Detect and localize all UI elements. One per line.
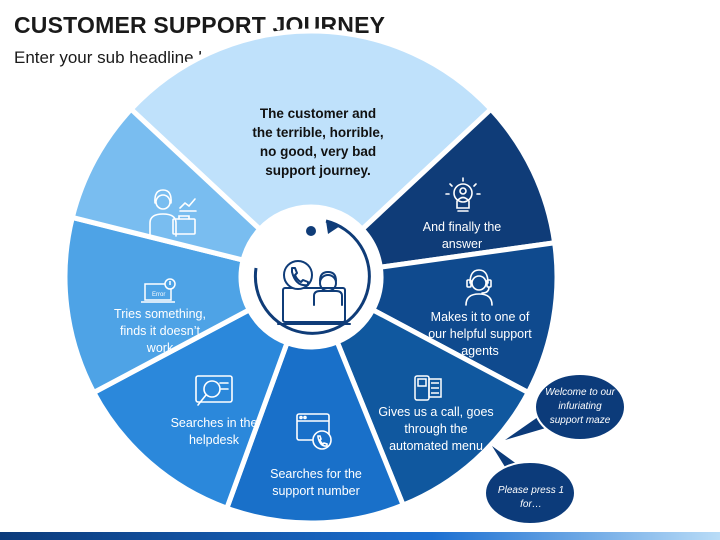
segment-helpdesk [90, 306, 291, 512]
segment-journey [127, 28, 495, 233]
segment-answer [358, 105, 558, 271]
segment-label-journey: The customer and the terrible, horrible,… [252, 106, 384, 178]
footer-accent-bar [0, 532, 720, 540]
cycle-start-dot [306, 226, 316, 236]
bubble-maze-text: Welcome to our infuriating support maze [545, 387, 615, 426]
segment-label-agents: Makes it to one of our helpful support a… [428, 310, 532, 358]
error-text: Error [152, 292, 165, 298]
businesswoman-briefcase-icon [149, 189, 197, 237]
wheel-segments [62, 28, 560, 526]
segment-tries [62, 214, 253, 396]
bubble-press-text: Please press 1 for… [497, 485, 565, 510]
magnifier-document-icon [195, 375, 233, 406]
segment-label-answer: And finally the answer [422, 220, 502, 251]
segment-agents [369, 239, 560, 396]
laptop-error-icon [141, 278, 176, 303]
bubble-maze [505, 373, 626, 441]
cycle-arrowhead [326, 221, 340, 234]
support-agent-phone-icon [277, 260, 351, 325]
segment-label-tries: Tries something, finds it doesn’t work [114, 307, 206, 355]
bubble-press [484, 446, 576, 525]
phone-menu-icon [414, 375, 442, 401]
headset-agent-icon [465, 269, 493, 306]
segment-label-call: Gives us a call, goes through the automa… [378, 405, 494, 453]
segment-label-helpdesk: Searches in the helpdesk [170, 416, 258, 447]
segment-person [69, 105, 264, 264]
lightbulb-person-icon [445, 177, 481, 212]
page-subtitle: Enter your sub headline here [14, 48, 233, 67]
segment-label-number: Searches for the support number [270, 467, 362, 498]
browser-phone-icon [296, 413, 332, 450]
